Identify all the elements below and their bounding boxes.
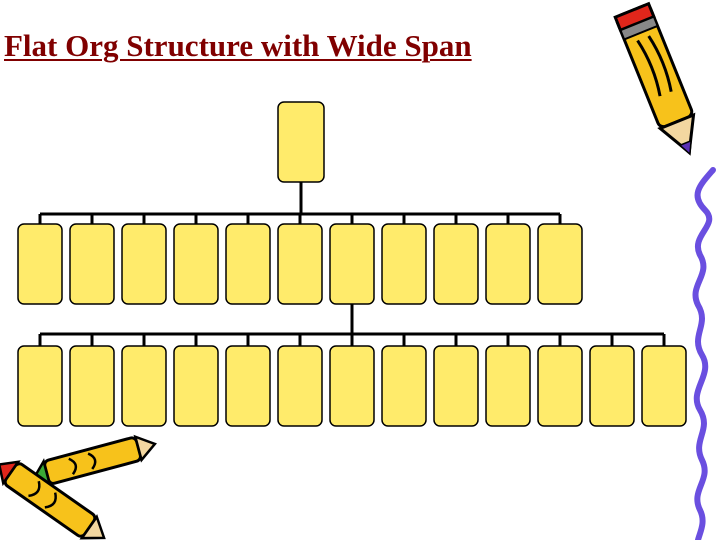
org-box-level-2 [433, 223, 479, 305]
org-box-level-3 [641, 345, 687, 427]
org-box-level-3 [485, 345, 531, 427]
org-box-level-2 [277, 223, 323, 305]
pencil-icon [613, 1, 696, 156]
org-box-level-3 [433, 345, 479, 427]
org-box-level-3 [173, 345, 219, 427]
org-box-level-3 [381, 345, 427, 427]
org-chart [17, 101, 687, 427]
org-box-level-3 [225, 345, 271, 427]
org-box-level-3 [69, 345, 115, 427]
crayons-icon [0, 434, 157, 540]
org-box-level-3 [589, 345, 635, 427]
org-box-level-2 [69, 223, 115, 305]
org-box-level-3 [537, 345, 583, 427]
squiggle-line [692, 167, 716, 540]
org-box-level-2 [537, 223, 583, 305]
org-box-level-3 [277, 345, 323, 427]
org-box-level-2 [381, 223, 427, 305]
org-box-level-2 [17, 223, 63, 305]
org-box-level-3 [121, 345, 167, 427]
org-box-level-2 [329, 223, 375, 305]
org-box-level-3 [329, 345, 375, 427]
org-box-level-2 [173, 223, 219, 305]
org-connectors [38, 182, 666, 346]
org-boxes [17, 101, 687, 427]
org-box-top [277, 101, 325, 183]
org-box-level-2 [121, 223, 167, 305]
org-box-level-3 [17, 345, 63, 427]
org-box-level-2 [485, 223, 531, 305]
slide-title: Flat Org Structure with Wide Span [4, 28, 472, 63]
org-box-level-2 [225, 223, 271, 305]
